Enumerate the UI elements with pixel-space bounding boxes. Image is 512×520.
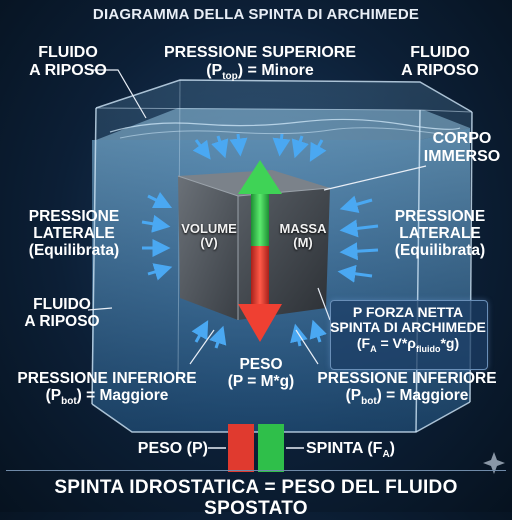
diagram-title: DIAGRAMMA DELLA SPINTA DI ARCHIMEDE — [92, 6, 420, 23]
pressure-bottom-right-label: PRESSIONE INFERIORE (Pbot) = Maggiore — [317, 370, 497, 408]
footer-statement: SPINTA IDROSTATICA = PESO DEL FLUIDO SPO… — [54, 477, 458, 519]
buoyancy-arrow — [238, 160, 282, 246]
legend-buoyancy-swatch — [258, 424, 284, 472]
volume-label: VOLUME(V) — [181, 221, 237, 251]
net-force-box — [330, 300, 488, 370]
legend-weight-label: PESO (P) — [137, 440, 208, 457]
legend-weight-swatch — [228, 424, 254, 472]
footer-divider — [6, 470, 506, 471]
mass-label: MASSA(M) — [279, 221, 327, 251]
sparkle-icon — [483, 452, 505, 474]
leader-lines — [87, 69, 427, 365]
legend-buoyancy-label: SPINTA (FA) — [306, 440, 395, 461]
pressure-arrows — [141, 133, 379, 349]
weight-arrow — [238, 246, 282, 342]
net-force-label: P FORZA NETTA SPINTA DI ARCHIMEDE (FA = … — [330, 304, 486, 354]
pressure-bottom-left-label: PRESSIONE INFERIORE (Pbot) = Maggiore — [17, 370, 197, 408]
pressure-top-label: PRESSIONE SUPERIORE (Ptop) = Minore — [163, 44, 357, 82]
weight-center-label: PESO(P = M*g) — [227, 356, 295, 391]
